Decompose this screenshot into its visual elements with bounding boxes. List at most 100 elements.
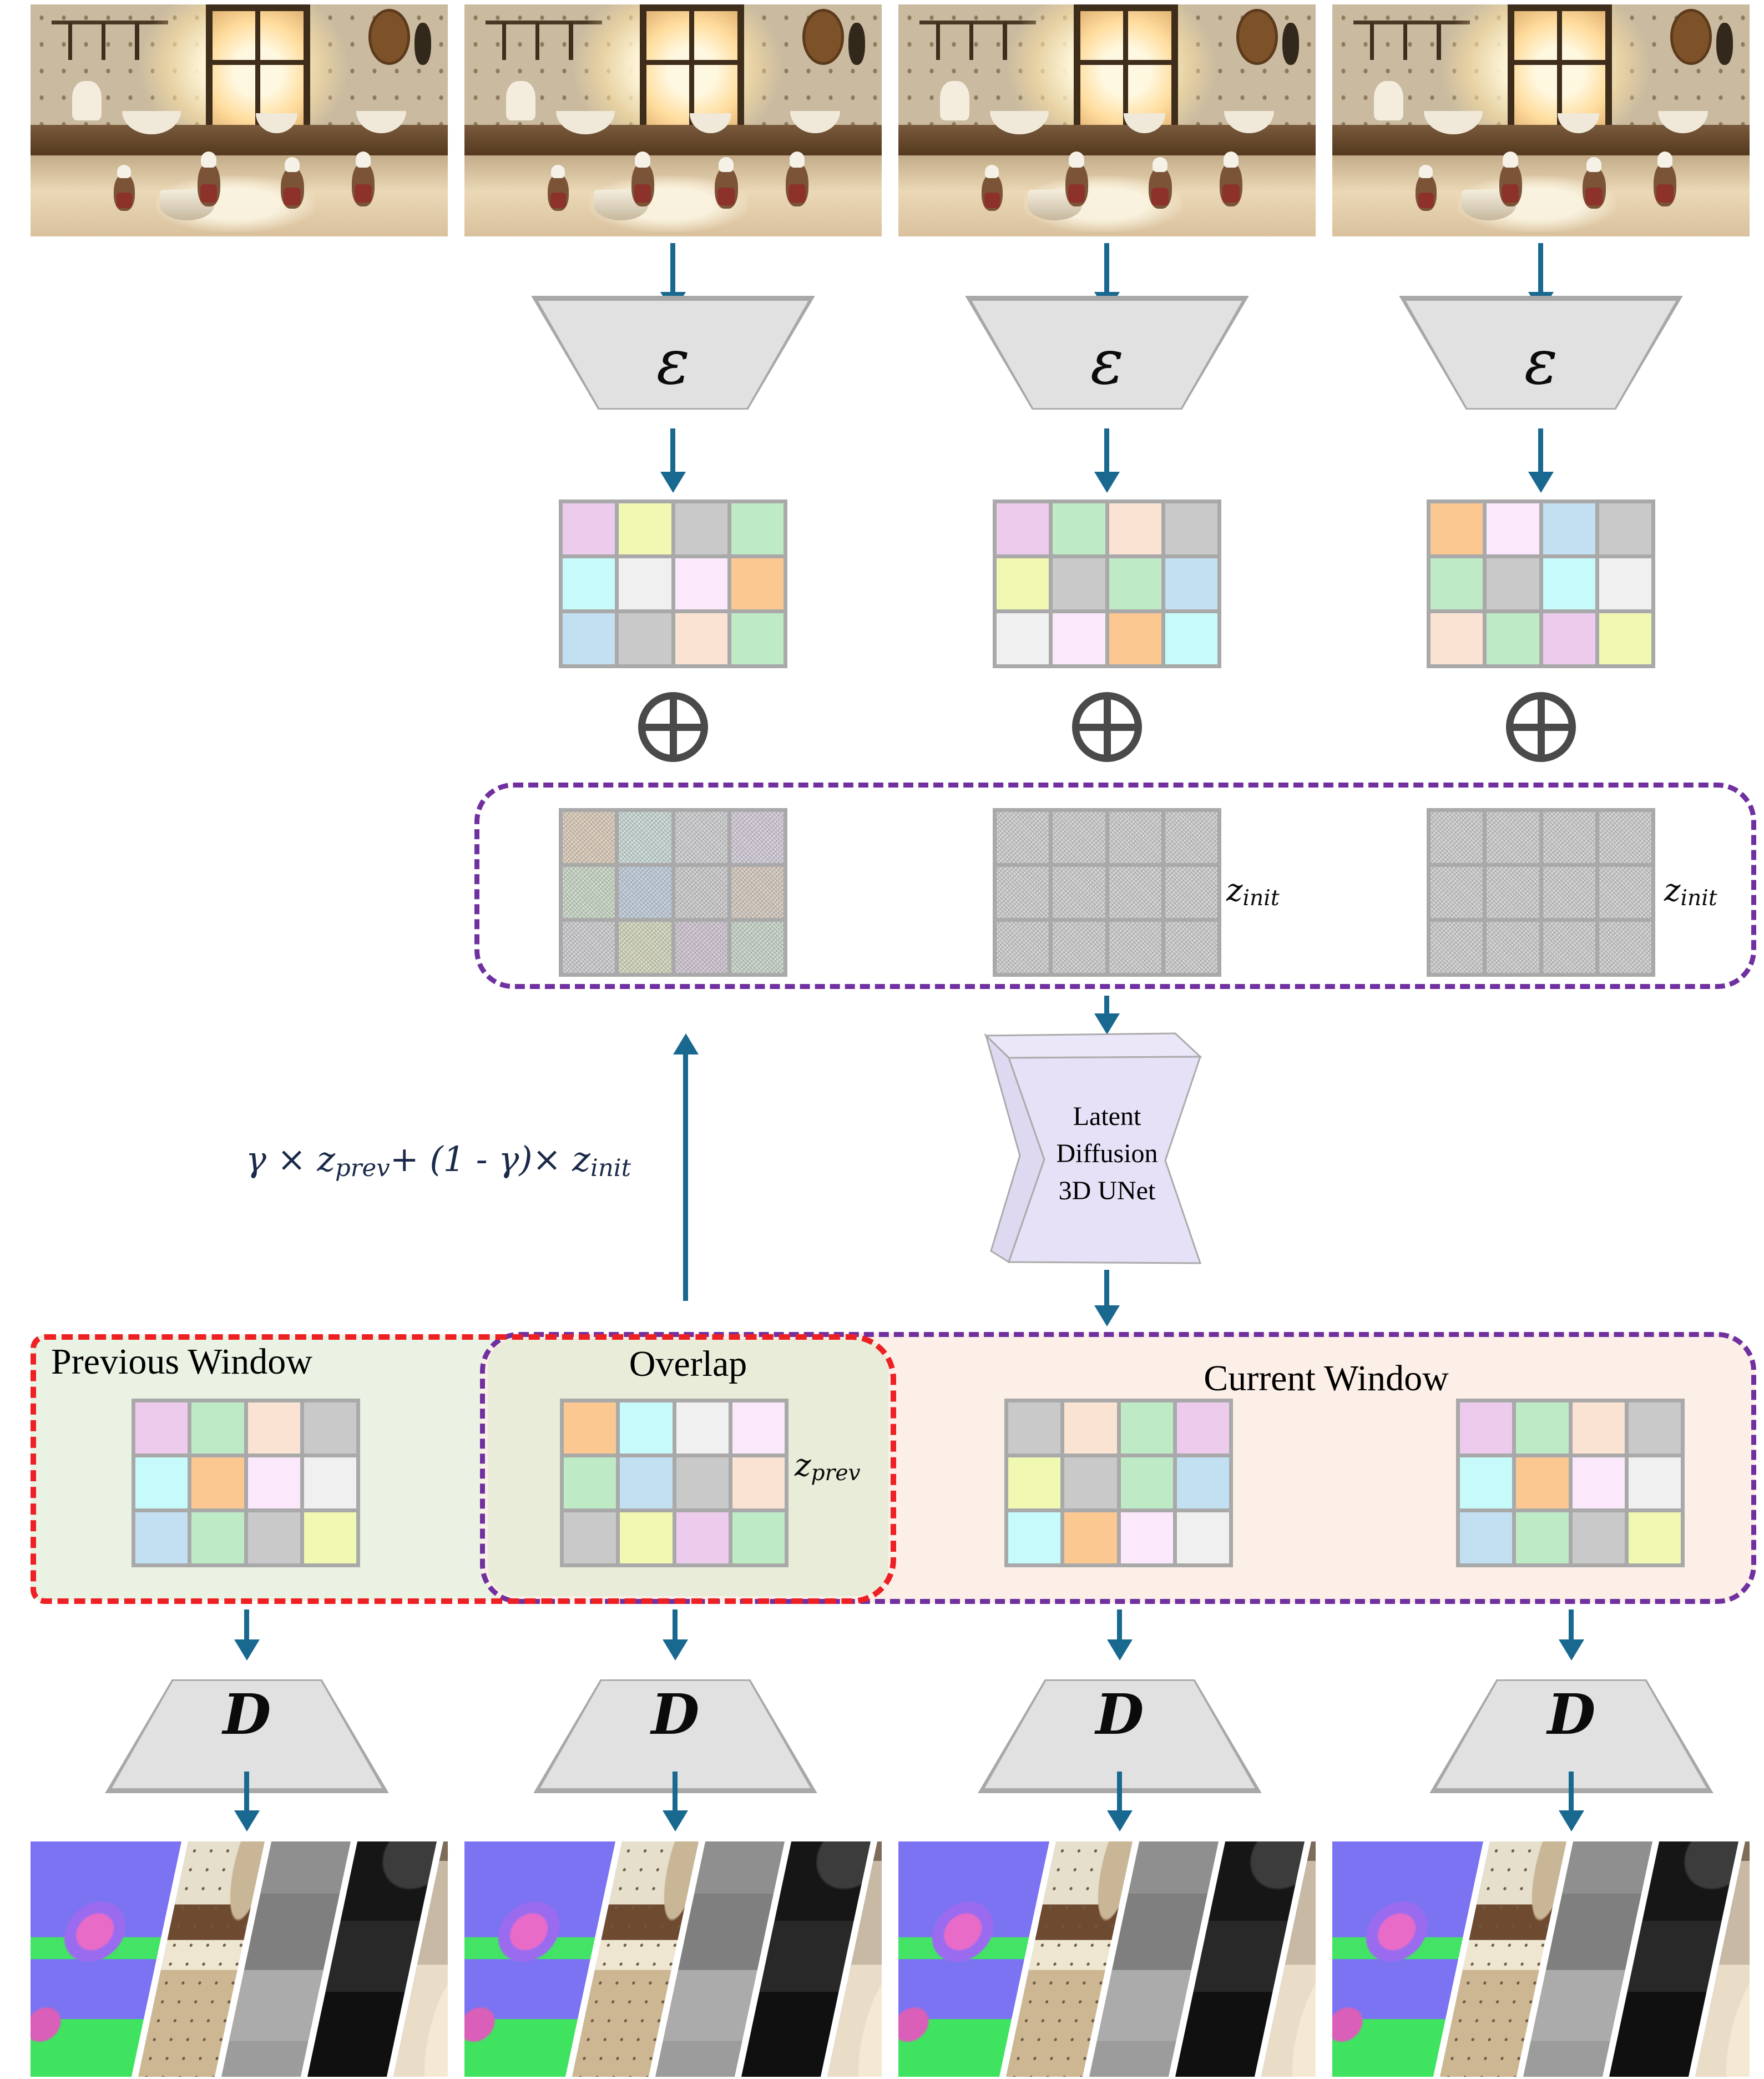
noise-cell [997, 922, 1049, 973]
latent-cell [135, 1402, 188, 1454]
latent-cell [732, 1512, 785, 1563]
decoder-symbol: D [223, 1682, 271, 1747]
latent-cell [1008, 1457, 1061, 1508]
mouse-chef [1416, 165, 1437, 211]
latent-cell [1572, 1457, 1625, 1508]
noise-cell [619, 922, 671, 973]
cutting-board [1236, 9, 1278, 65]
latent-cell [1599, 613, 1651, 664]
latent-cell [304, 1402, 356, 1454]
latent-grid-frame3 [993, 499, 1221, 668]
latent-cell [1176, 1402, 1229, 1454]
latent-cell [1516, 1457, 1569, 1508]
latent-cell [675, 613, 727, 664]
z-prev-label: zprev [795, 1447, 861, 1486]
latent-cell [1628, 1457, 1681, 1508]
noise-cell [563, 922, 615, 973]
mouse-chef [114, 165, 135, 211]
latent-grid-frame4 [1427, 499, 1655, 668]
flow-arrow [1538, 243, 1543, 293]
hanging-utensil [101, 23, 106, 60]
decoder-symbol: D [1095, 1682, 1144, 1747]
noise-cell [1431, 812, 1483, 863]
mouse-chef [1583, 157, 1606, 209]
oplus-icon [1506, 692, 1576, 762]
flow-arrow [1104, 243, 1109, 293]
current-window-title: Current Window [1204, 1358, 1449, 1399]
kitchen-window [1073, 4, 1178, 135]
blend-formula: γ × zprev+ (1 - γ)× zinit [245, 1139, 631, 1182]
noise-cell [1053, 867, 1105, 918]
latent-cell [304, 1512, 356, 1563]
oplus-icon [1072, 692, 1142, 762]
latent-cell [304, 1457, 356, 1508]
flow-arrow [1104, 1270, 1109, 1306]
latent-cell [1053, 613, 1105, 664]
encoder-symbol: ε [1090, 326, 1124, 398]
latent-cell [1165, 613, 1217, 664]
noise-cell [563, 812, 615, 863]
latent-cell [997, 558, 1049, 609]
latent-cell [676, 1512, 729, 1563]
latent-cell [1572, 1512, 1625, 1563]
input-frame-4 [1332, 4, 1750, 236]
unet-label-line2: Diffusion [1056, 1139, 1158, 1168]
latent-cell [1053, 558, 1105, 609]
latent-cell [191, 1457, 244, 1508]
latent-cell [1176, 1457, 1229, 1508]
unet-label: Latent Diffusion 3D UNet [1015, 1098, 1199, 1209]
latent-cell [1543, 613, 1595, 664]
latent-cell [1431, 558, 1483, 609]
latent-cell [676, 1402, 729, 1454]
noise-cell [675, 867, 727, 918]
noise-cell [1053, 812, 1105, 863]
noise-cell [1109, 812, 1161, 863]
latent-cell [1487, 613, 1539, 664]
noise-cell [1543, 922, 1595, 973]
latent-grid-frame2 [559, 499, 787, 668]
latent-cell [620, 1402, 673, 1454]
z-init-label: zinit [1664, 872, 1717, 911]
previous-window-title: Previous Window [51, 1341, 312, 1382]
mouse-chef [982, 165, 1003, 211]
latent-cell [1599, 503, 1651, 554]
noise-cell [1053, 922, 1105, 973]
noise-cell [731, 812, 784, 863]
latent-cell [563, 613, 615, 664]
input-frame-2 [464, 4, 882, 236]
mouse-chef [548, 165, 569, 211]
flow-arrow [673, 1772, 678, 1811]
latent-cell [731, 558, 784, 609]
utensil-rack [485, 21, 603, 24]
hanging-utensil [1437, 23, 1441, 60]
init-latents-box [474, 783, 1756, 989]
current-window-border [480, 1332, 1756, 1604]
z-init-label: zinit [1226, 872, 1280, 911]
noise-cell [675, 812, 727, 863]
noise-cell [619, 867, 671, 918]
kitchen-window [1507, 4, 1612, 135]
flow-arrow [1569, 1772, 1574, 1811]
latent-cell [620, 1457, 673, 1508]
latent-cell [732, 1457, 785, 1508]
noise-cell [1487, 922, 1539, 973]
latent-cell [1109, 613, 1161, 664]
noise-cell [997, 867, 1049, 918]
latent-cell [997, 613, 1049, 664]
flow-arrow [1569, 1609, 1574, 1641]
latent-cell [1487, 503, 1539, 554]
input-frame-1 [31, 4, 448, 236]
overlap-title: Overlap [629, 1344, 747, 1384]
latent-cell [1064, 1457, 1117, 1508]
noise-cell [1109, 922, 1161, 973]
init-noise-grid [993, 808, 1221, 977]
latent-cell [1460, 1402, 1513, 1454]
latent-cell [247, 1512, 300, 1563]
mouse-chef [1220, 152, 1243, 206]
latent-cell [1628, 1402, 1681, 1454]
latent-cell [997, 503, 1049, 554]
latent-cell [191, 1512, 244, 1563]
noise-cell [619, 812, 671, 863]
latent-cell [1628, 1512, 1681, 1563]
